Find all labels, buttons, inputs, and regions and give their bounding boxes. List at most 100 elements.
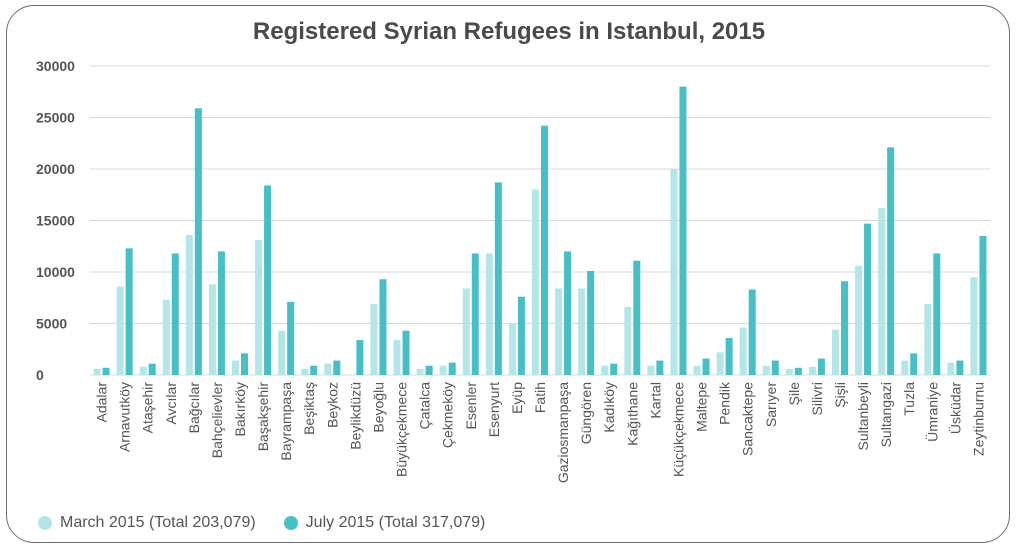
bar-march — [970, 277, 978, 375]
legend-label-march: March 2015 (Total 203,079) — [60, 514, 256, 531]
bar-march — [116, 286, 124, 375]
chart-frame — [6, 5, 1010, 543]
bar-july — [287, 301, 295, 375]
bar-july — [933, 253, 941, 375]
bar-july — [494, 182, 502, 375]
bar-july — [194, 108, 202, 375]
bar-march — [532, 189, 539, 375]
bar-july — [817, 358, 825, 375]
bar-july — [633, 260, 641, 375]
x-tick-label: Şile — [786, 382, 802, 406]
bar-july — [448, 362, 456, 375]
x-tick-label: Küçükçekmece — [670, 382, 686, 477]
bar-march — [716, 352, 724, 375]
x-tick-label: Pendik — [717, 381, 733, 425]
bar-july — [356, 339, 364, 375]
legend-swatch-july — [283, 516, 298, 530]
legend-swatch-march — [38, 516, 52, 530]
bar-july — [517, 296, 525, 375]
legend-label-july: July 2015 (Total 317,079) — [305, 514, 486, 531]
x-tick-label: Avcılar — [163, 382, 179, 425]
bar-march — [324, 363, 332, 375]
y-tick-label: 0 — [36, 367, 44, 383]
x-tick-label: Sarıyer — [763, 382, 779, 427]
x-tick-label: Ataşehir — [140, 382, 156, 434]
bar-july — [171, 253, 179, 375]
x-tick-label: Çatalca — [417, 382, 433, 430]
bar-july — [864, 223, 872, 375]
x-tick-label: Fatih — [532, 382, 548, 413]
bar-march — [832, 329, 839, 375]
x-tick-label: Ümraniye — [923, 382, 940, 442]
bar-march — [139, 366, 147, 375]
bar-march — [855, 265, 863, 375]
bar-july — [587, 270, 595, 375]
y-tick-label: 15000 — [36, 213, 75, 229]
bar-march — [601, 365, 609, 375]
x-tick-label: Kağıthane — [624, 382, 640, 446]
bar-july — [425, 365, 433, 375]
bar-march — [301, 368, 309, 375]
bar-march — [670, 169, 678, 375]
x-tick-label: Maltepe — [694, 382, 710, 432]
x-tick-label: Eyüp — [509, 382, 525, 414]
x-tick-label: Beylikdüzü — [347, 382, 363, 450]
legend-item-march: March 2015 (Total 203,079) — [38, 514, 256, 532]
bar-july — [241, 353, 248, 375]
bar-july — [956, 360, 964, 375]
bar-july — [541, 125, 548, 376]
bar-july — [310, 365, 318, 375]
bar-march — [578, 288, 586, 375]
bar-march — [901, 360, 909, 375]
bar-july — [471, 253, 479, 375]
bar-march — [555, 288, 563, 375]
bar-march — [624, 307, 632, 375]
x-tick-label: Güngören — [578, 382, 594, 444]
x-tick-label: Beyoğlu — [370, 382, 386, 433]
bar-march — [232, 360, 239, 375]
bar-july — [564, 251, 572, 375]
bar-july — [217, 251, 225, 375]
bar-march — [762, 365, 770, 375]
x-tick-label: Sultanbeyli — [855, 382, 871, 451]
bar-july — [264, 185, 272, 375]
bar-july — [841, 281, 848, 375]
bar-march — [785, 368, 793, 375]
bar-july — [887, 147, 895, 375]
bar-july — [910, 353, 918, 375]
y-tick-label: 10000 — [36, 264, 75, 280]
bar-july — [702, 358, 710, 375]
bar-july — [794, 367, 802, 375]
x-tick-label: Tuzla — [901, 382, 917, 416]
bar-march — [439, 365, 447, 375]
bar-march — [485, 253, 493, 375]
bar-march — [878, 208, 886, 375]
bar-march — [370, 303, 378, 375]
x-tick-label: Gaziosmanpaşa — [555, 382, 571, 483]
x-tick-label: Zeytinburnu — [970, 382, 986, 456]
x-tick-label: Arnavutköy — [117, 382, 133, 452]
bar-july — [679, 86, 687, 375]
x-tick-label: Üsküdar — [946, 382, 963, 434]
y-tick-label: 5000 — [36, 316, 67, 332]
bar-july — [379, 279, 387, 375]
legend-item-july: July 2015 (Total 317,079) — [283, 514, 486, 532]
x-tick-label: Sancaktepe — [740, 382, 756, 456]
bar-march — [278, 330, 286, 375]
x-tick-label: Kartal — [647, 382, 663, 419]
bar-march — [162, 299, 170, 375]
y-tick-label: 25000 — [36, 110, 75, 126]
bar-july — [748, 289, 756, 375]
bar-march — [208, 284, 216, 375]
x-tick-label: Esenler — [463, 382, 479, 430]
bar-july — [148, 363, 156, 375]
bar-march — [739, 327, 747, 375]
y-tick-label: 30000 — [36, 58, 75, 74]
x-tick-label: Bakırköy — [232, 382, 248, 436]
bar-march — [647, 365, 655, 375]
bar-march — [255, 240, 263, 375]
x-tick-label: Silivri — [809, 382, 825, 415]
bar-march — [693, 365, 701, 375]
bar-july — [979, 235, 987, 375]
